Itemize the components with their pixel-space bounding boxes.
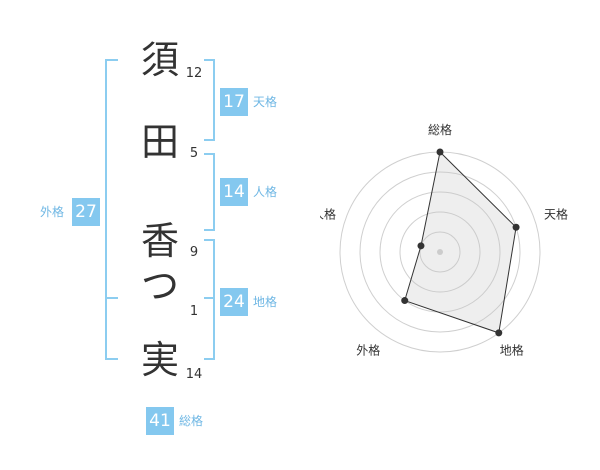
radar-ring-3: [379, 191, 501, 313]
soukaku-badge: 41: [146, 407, 174, 435]
radar-ring-1: [419, 231, 461, 273]
name-char-2: 田: [140, 120, 179, 164]
radar-point-3: [401, 297, 409, 305]
radar-axis-label-3: 外格: [356, 343, 380, 358]
stroke-count-1: 12: [185, 66, 203, 81]
stroke-count-2: 5: [189, 146, 199, 161]
jinkaku-label: 人格: [253, 185, 278, 199]
tenkaku-bracket: [204, 59, 215, 141]
stroke-count-5: 14: [185, 367, 203, 382]
radar-series-polygon: [404, 150, 517, 334]
radar-center-dot: [437, 249, 443, 255]
name-char-1: 須: [140, 38, 179, 82]
radar-ring-2: [399, 211, 481, 293]
soukaku-label: 総格: [179, 414, 204, 428]
radar-axis-label-4: 人格: [320, 206, 336, 221]
name-char-5: 実: [140, 338, 179, 382]
radar-point-1: [512, 223, 520, 231]
gaikaku-label: 外格: [40, 205, 65, 219]
radar-axis-label-2: 地格: [500, 343, 524, 358]
radar-point-0: [436, 148, 444, 156]
gaikaku-badge: 27: [72, 198, 100, 226]
chikaku-label: 地格: [253, 295, 278, 309]
radar-ring-4: [359, 171, 521, 333]
name-char-4: つ: [140, 264, 179, 308]
gaikaku-bracket: [105, 59, 118, 360]
stroke-count-4: 1: [189, 304, 199, 319]
chikaku-bracket: [204, 239, 215, 360]
stroke-count-3: 9: [189, 245, 199, 260]
chikaku-badge: 24: [220, 288, 248, 316]
radar-axis-label-1: 天格: [544, 206, 568, 221]
radar-point-2: [495, 329, 503, 337]
radar-axis-label-0: 総格: [428, 122, 452, 137]
radar-point-4: [417, 242, 425, 250]
tenkaku-badge: 17: [220, 88, 248, 116]
jinkaku-bracket: [204, 153, 215, 231]
name-char-3: 香: [140, 219, 179, 263]
tenkaku-label: 天格: [253, 95, 278, 109]
jinkaku-badge: 14: [220, 178, 248, 206]
